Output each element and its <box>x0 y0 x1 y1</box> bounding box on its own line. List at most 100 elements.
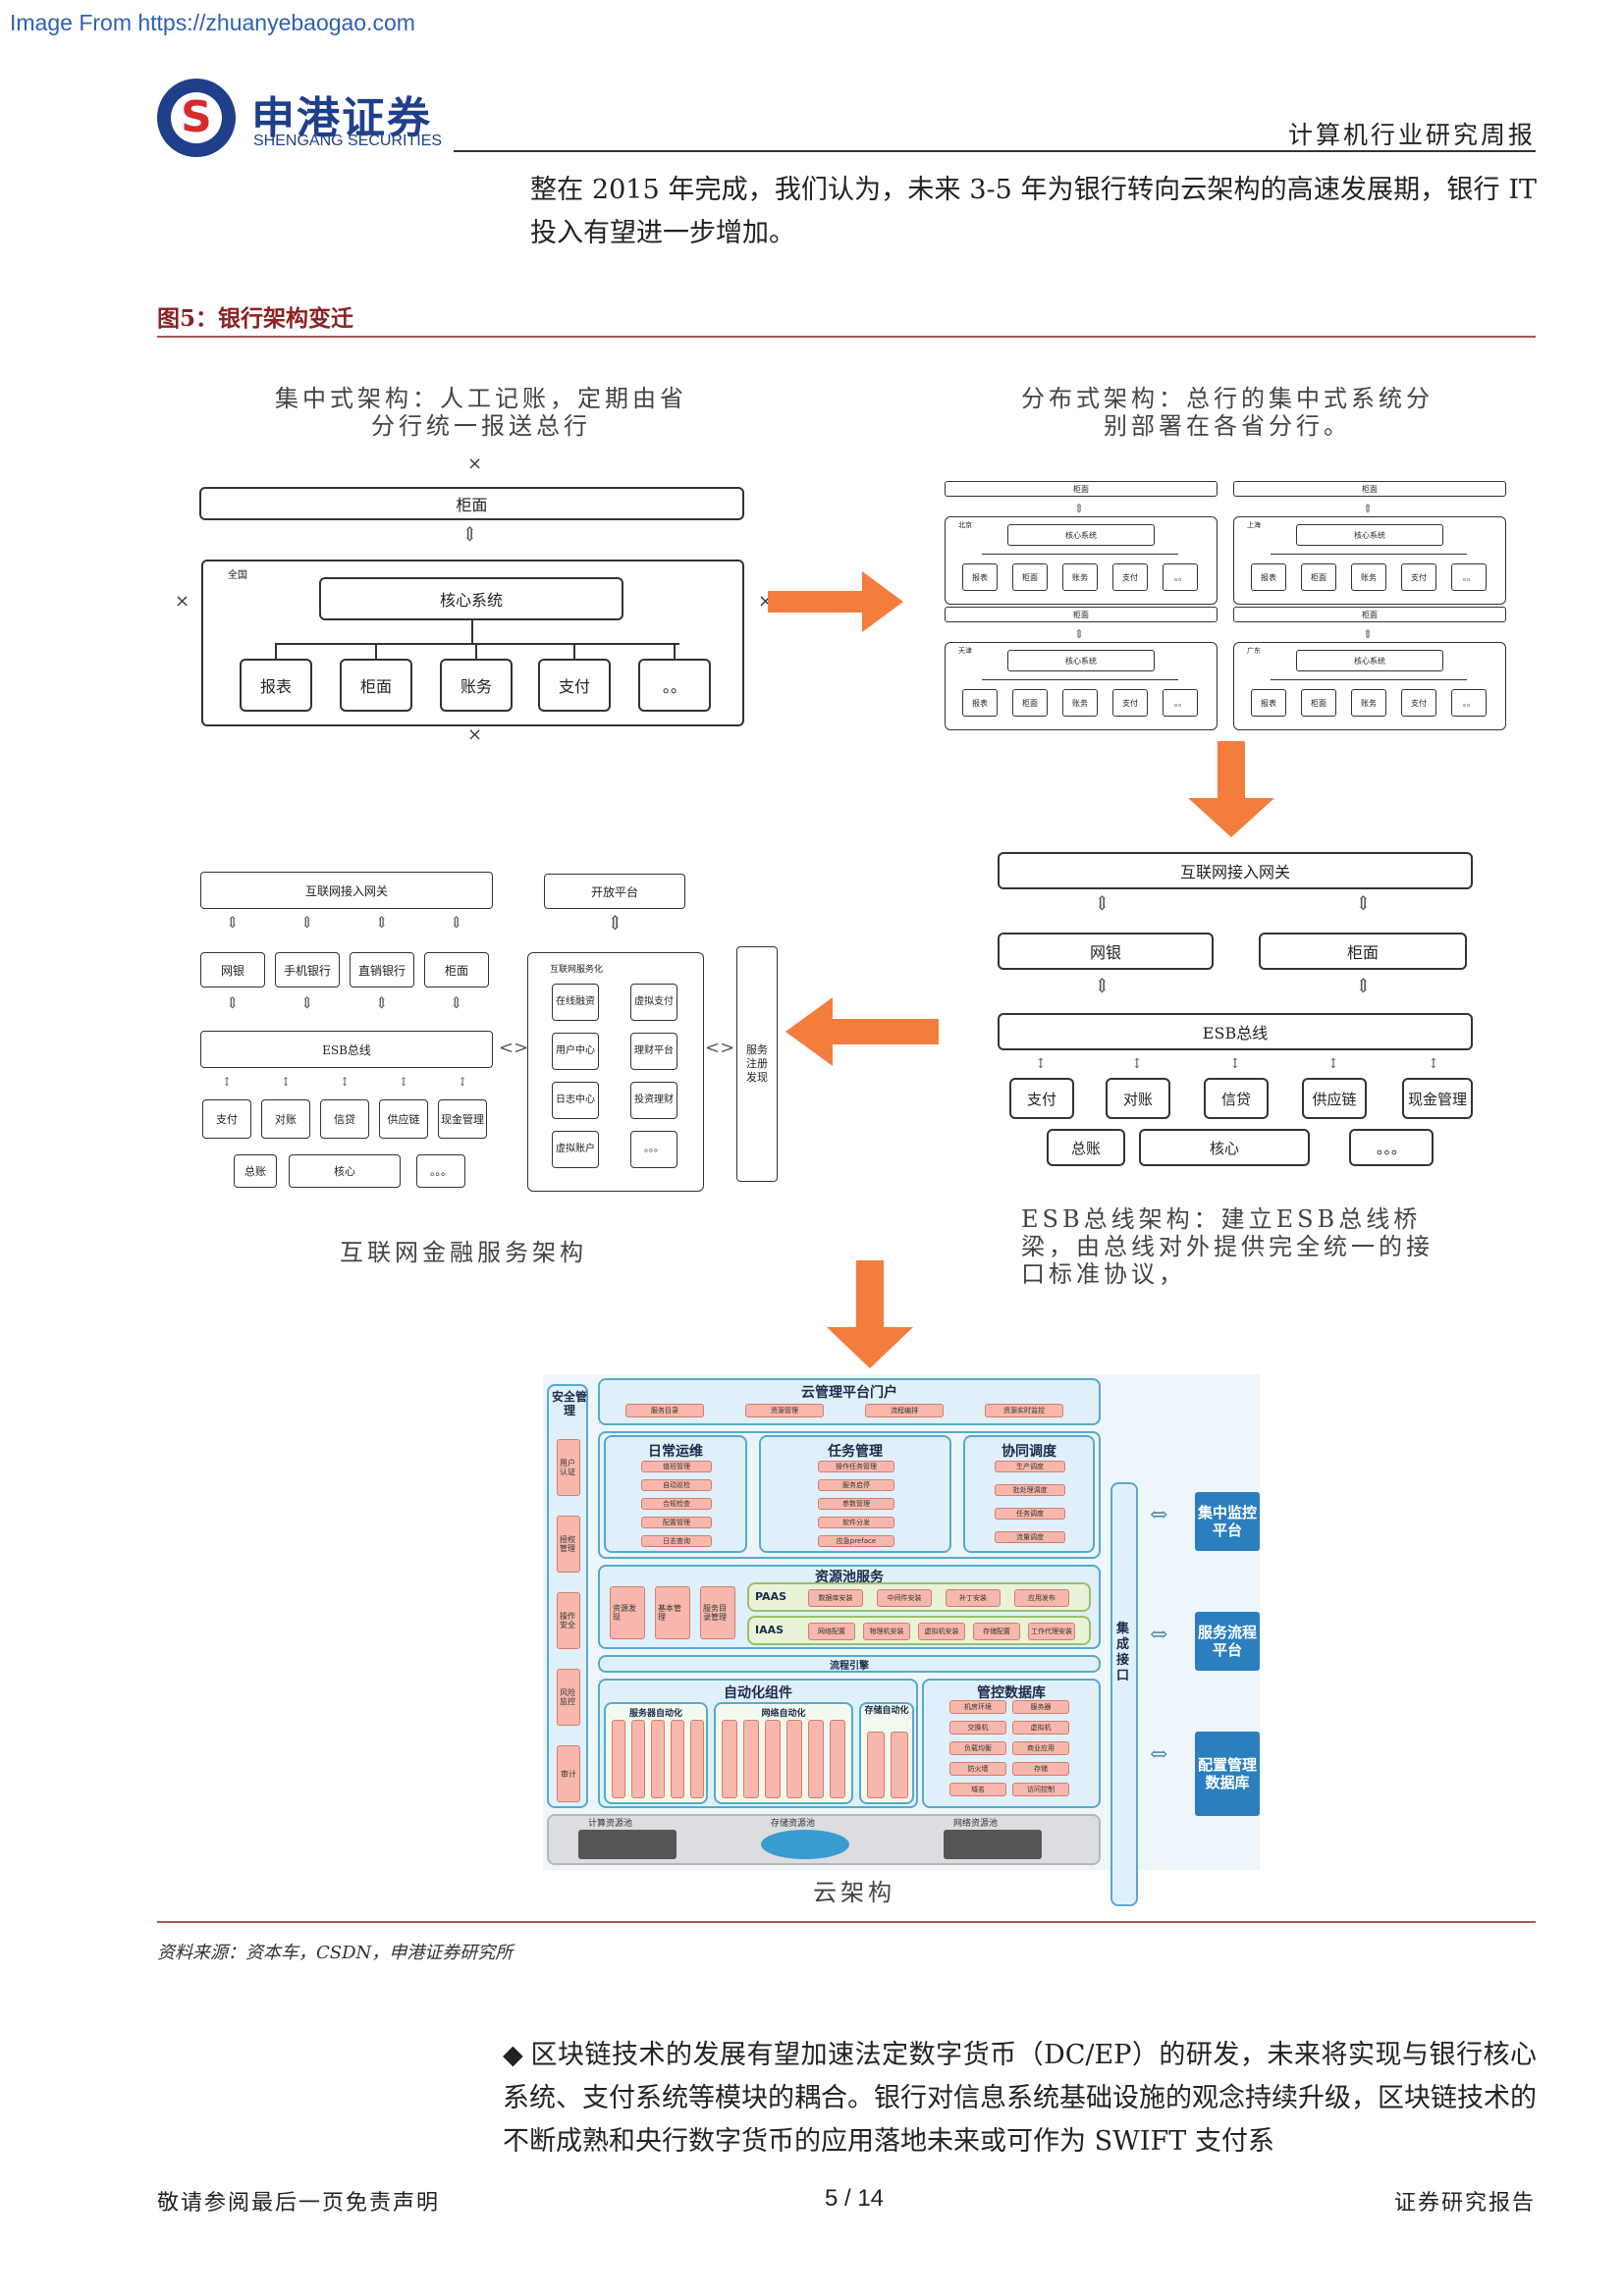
d4-module: 对账 <box>261 1099 310 1139</box>
d2-province-label: 上海 <box>1247 521 1261 529</box>
d2-module: 支付 <box>1401 563 1436 591</box>
d3-double-arrow-icon: ⇕ <box>1355 974 1372 997</box>
daily-ops-title: 日常运维 <box>648 1444 703 1460</box>
d2-module: 。。 <box>1451 563 1487 591</box>
d4-service: 投资理财 <box>630 1082 677 1119</box>
automation-bar <box>671 1720 684 1798</box>
d4-registry-link-icon: <> <box>705 1038 735 1058</box>
d4-internet-region <box>527 952 704 1192</box>
cloud-daily-ops: 日常运维 值班管理自动巡检合规检查配置管理日志查询 <box>604 1435 747 1553</box>
d1-module: 支付 <box>538 659 611 712</box>
cloud-item: 虚拟机 <box>1012 1721 1069 1735</box>
d3-module: 总账 <box>1047 1129 1125 1166</box>
d4-module: 信贷 <box>320 1099 369 1139</box>
d2-module: 账务 <box>1062 563 1098 591</box>
diagram2-title: 分布式架构：总行的集中式系统分别部署在各省分行。 <box>1021 385 1434 440</box>
d3-module: 支付 <box>1009 1078 1074 1119</box>
d2-module: 。。 <box>1163 563 1198 591</box>
d4-service: 虚拟账户 <box>552 1131 599 1168</box>
cloud-item: 值班管理 <box>641 1461 712 1472</box>
d2-core-system: 核心系统 <box>1007 524 1155 546</box>
d2-province-region <box>945 642 1218 730</box>
d4-double-arrow-icon: ⇕ <box>450 913 463 932</box>
d4-service: 。。。 <box>630 1131 677 1168</box>
d3-arrow-icon: ↕ <box>1035 1056 1047 1072</box>
cloud-item: 商业应用 <box>1012 1741 1069 1755</box>
resource-item: 资源发现 <box>610 1586 645 1639</box>
d2-connector <box>1271 679 1467 680</box>
d4-service: 理财平台 <box>630 1033 677 1070</box>
d2-double-arrow-icon: ⇕ <box>1074 627 1085 641</box>
d4-double-arrow-icon: ⇕ <box>226 993 240 1012</box>
d2-module: 柜面 <box>1301 563 1336 591</box>
d2-province-region <box>1233 642 1506 730</box>
iaas-item: 网络配置 <box>808 1623 855 1640</box>
diagram1-title: 集中式架构：人工记账，定期由省分行统一报送总行 <box>275 385 687 440</box>
security-item: 授权管理 <box>557 1516 580 1573</box>
integration-arrow-icon: ⇔ <box>1150 1742 1168 1767</box>
d4-double-arrow-icon: ⇕ <box>226 913 240 932</box>
header-rule <box>454 150 1536 152</box>
cmdb-title: 管控数据库 <box>977 1685 1046 1701</box>
cloud-portal: 云管理平台门户 服务目录资源管理流程编排资源实时监控 <box>598 1378 1101 1425</box>
automation-title: 自动化组件 <box>724 1685 792 1701</box>
resource-item: 服务目录管理 <box>700 1586 735 1639</box>
cloud-item: 访问控制 <box>1012 1783 1069 1796</box>
d4-module: 。。。 <box>416 1154 465 1188</box>
automation-bar <box>631 1720 645 1798</box>
automation-bar <box>830 1720 845 1798</box>
iaas-row: IAAS 网络配置物理机安装虚拟机安装存储配置工作代理安装 <box>747 1616 1091 1645</box>
portal-item: 流程编排 <box>865 1404 944 1417</box>
d2-module: 报表 <box>962 689 998 717</box>
d4-open-platform: 开放平台 <box>544 874 685 909</box>
d4-module: 总账 <box>234 1154 277 1188</box>
bullet-text: 区块链技术的发展有望加速法定数字货币（DC/EP）的研发，未来将实现与银行核心系… <box>503 2040 1537 2157</box>
d3-arrow-icon: ↕ <box>1327 1056 1339 1072</box>
paas-item: 中间件安装 <box>877 1589 932 1607</box>
d2-module: 柜面 <box>1012 563 1048 591</box>
d4-arrow-icon: ↕ <box>222 1075 233 1089</box>
d2-module: 柜面 <box>1012 689 1048 717</box>
d2-double-arrow-icon: ⇕ <box>1074 502 1085 515</box>
footer-report-type: 证券研究报告 <box>1393 2191 1536 2216</box>
d4-double-arrow-icon: ⇕ <box>375 913 389 932</box>
d2-province-label: 广东 <box>1247 647 1261 655</box>
d2-counter-box: 柜面 <box>945 607 1218 622</box>
network-switch-icon <box>944 1830 1042 1859</box>
diagram3-title: ESB总线架构：建立ESB总线桥梁，由总线对外提供完全统一的接口标准协议， <box>1021 1205 1434 1288</box>
automation-bar <box>891 1732 908 1798</box>
storage-auto-title: 存储自动化 <box>864 1706 909 1716</box>
paas-item: 应用发布 <box>1014 1589 1069 1607</box>
d3-channel-netbank: 网银 <box>998 933 1214 970</box>
d4-module: 现金管理 <box>438 1099 487 1139</box>
cloud-item: 配置管理 <box>641 1517 712 1528</box>
resource-pool-label: 网络资源池 <box>953 1819 999 1829</box>
x-mark: × <box>467 724 483 745</box>
cloud-item: 域名 <box>949 1783 1006 1796</box>
cloud-title: 云架构 <box>813 1879 895 1906</box>
d1-module: 账务 <box>440 659 513 712</box>
paas-label: PAAS <box>755 1590 787 1603</box>
integration-interface: 集成接口 <box>1110 1482 1138 1906</box>
orange-arrow-down-icon <box>825 1260 915 1370</box>
d3-module: 核心 <box>1139 1129 1310 1166</box>
brand-name-cn: 申港证券 <box>251 93 432 143</box>
d3-module: 对账 <box>1106 1078 1170 1119</box>
security-item: 操作安全 <box>557 1592 580 1649</box>
d2-module: 柜面 <box>1301 689 1336 717</box>
d2-connector <box>982 679 1178 680</box>
cloud-item: 参数管理 <box>818 1498 894 1510</box>
d2-province-region <box>945 516 1218 605</box>
report-type: 计算机行业研究周报 <box>1287 121 1536 149</box>
resource-item: 基本管理 <box>655 1586 690 1639</box>
cloud-item: 流量调度 <box>995 1531 1065 1543</box>
integration-platform: 集中监控平台 <box>1195 1492 1260 1551</box>
d3-double-arrow-icon: ⇕ <box>1094 891 1110 915</box>
cloud-item: 软件分发 <box>818 1517 894 1528</box>
integration-platform: 配置管理数据库 <box>1195 1732 1260 1816</box>
d3-module: 现金管理 <box>1402 1078 1473 1119</box>
paas-item: 补丁安装 <box>946 1589 1001 1607</box>
net-auto: 网络自动化 <box>714 1702 853 1804</box>
cloud-item: 机房环境 <box>949 1700 1006 1714</box>
integration-label: 集成接口 <box>1116 1622 1130 1683</box>
